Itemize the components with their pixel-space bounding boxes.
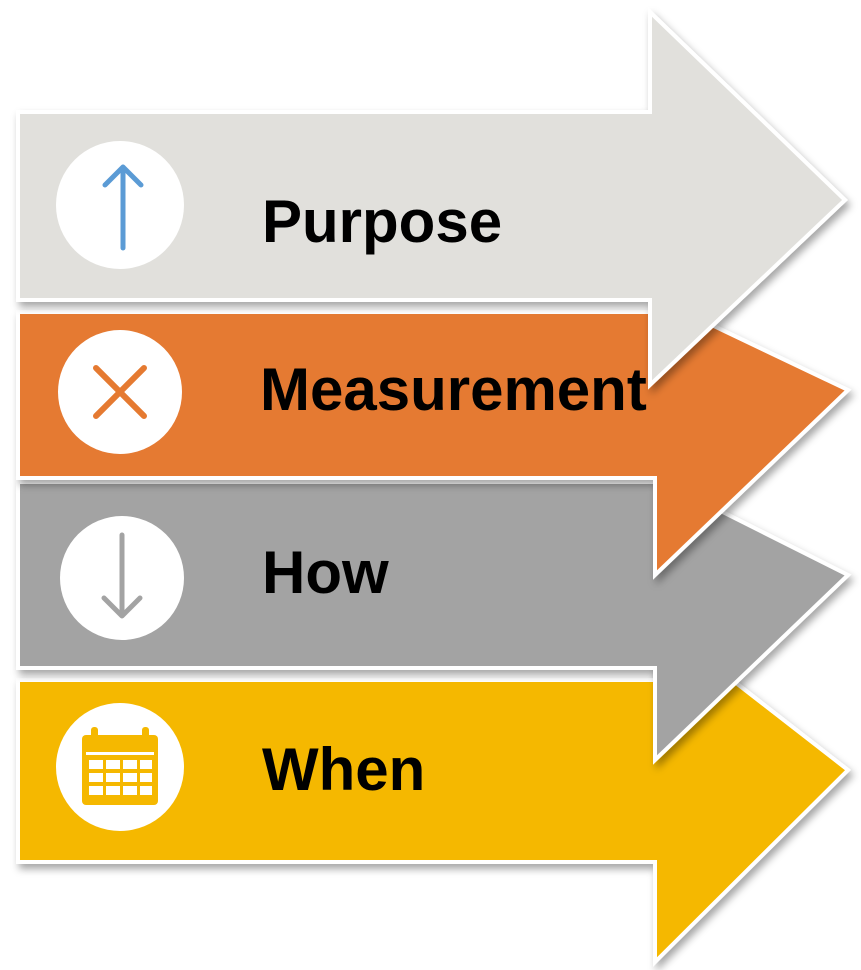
close-x-icon (93, 365, 147, 419)
step-how-label: How (262, 539, 389, 606)
step-when: When (16, 615, 852, 967)
step-when-label: When (262, 736, 425, 803)
arrow-up-icon (102, 164, 144, 251)
step-purpose-arrow (16, 7, 848, 390)
step-measurement-label: Measurement (260, 356, 647, 423)
step-purpose-label: Purpose (262, 188, 502, 255)
arrow-down-icon (101, 532, 143, 619)
step-measurement: Measurement (16, 294, 852, 580)
step-purpose-icon-bg (56, 141, 184, 269)
step-how: How (16, 474, 852, 765)
step-purpose: Purpose (16, 7, 848, 390)
calendar-icon (82, 727, 158, 805)
